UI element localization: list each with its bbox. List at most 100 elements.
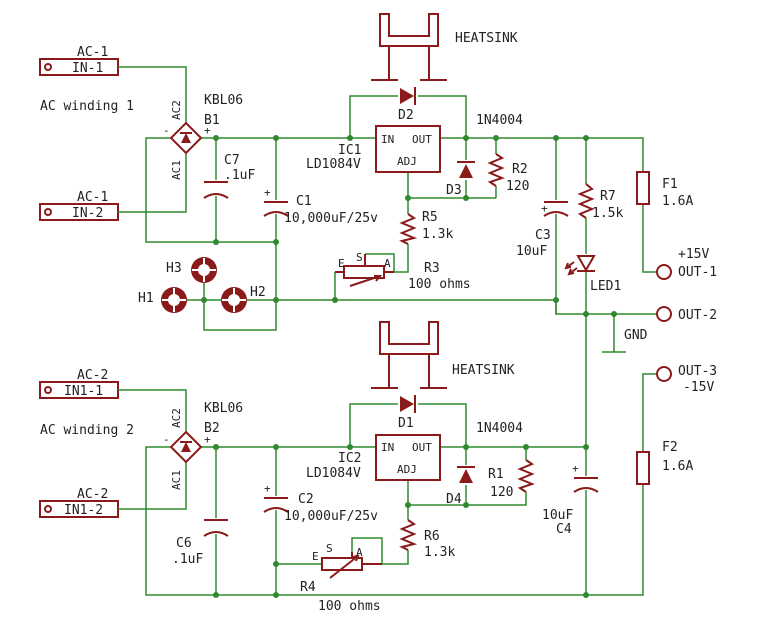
resistor-r2: [487, 153, 505, 187]
regulator-ic1-ref: IC1: [338, 143, 361, 158]
diode-d1: [400, 395, 416, 413]
junction: [583, 444, 589, 450]
capacitor-c3-value: 10uF: [516, 244, 547, 259]
junction: [213, 592, 219, 598]
potentiometer-r3: [335, 254, 394, 287]
wire-d2-cathode: [418, 95, 467, 138]
pot-r3-s: S: [356, 251, 363, 264]
bridge-rectifier-1: [169, 121, 203, 155]
hole-h3-label: H3: [166, 261, 182, 276]
resistor-r2-value: 120: [506, 179, 529, 194]
regulator-ic1: [375, 125, 441, 173]
junction: [553, 135, 559, 141]
pot-r4-e: E: [312, 550, 319, 563]
pot-r3-a: A: [384, 257, 391, 270]
junction: [583, 311, 589, 317]
capacitor-c1-value: 10,000uF/25v: [284, 211, 378, 226]
junction: [273, 239, 279, 245]
bridge-1-ref: B1: [204, 113, 220, 128]
junction: [493, 135, 499, 141]
diode-d2-part: 1N4004: [476, 113, 523, 128]
bridge-2-plus: +: [204, 433, 211, 446]
resistor-r1: [517, 459, 535, 493]
junction: [463, 195, 469, 201]
capacitor-c2-ref: C2: [298, 492, 314, 507]
bridge-2-minus: -: [163, 433, 170, 446]
wire-ac1-2: [118, 462, 187, 510]
pot-r4-ref: R4: [300, 580, 316, 595]
capacitor-c7-plate-bottom: [203, 193, 229, 199]
junction: [273, 561, 279, 567]
heatsink-2-label: HEATSINK: [452, 363, 515, 378]
regulator-ic1-adj: ADJ: [397, 155, 417, 168]
bridge-rectifier-2: [169, 430, 203, 464]
capacitor-c1-plate-bottom: [263, 211, 289, 217]
resistor-r6-value: 1.3k: [424, 545, 455, 560]
regulator-ic2-part: LD1084V: [306, 466, 361, 481]
junction: [463, 135, 469, 141]
connector-in-2-pin-label: IN-2: [72, 206, 103, 221]
junction: [273, 444, 279, 450]
wire-ac2-2: [118, 389, 187, 432]
mounting-hole-h1: [161, 287, 187, 313]
bridge-2-pin-ac1: AC1: [170, 470, 183, 490]
junction: [405, 502, 411, 508]
diode-d4: [457, 466, 475, 483]
resistor-r5-ref: R5: [422, 210, 438, 225]
wire-d1-anode: [349, 403, 398, 447]
diode-d4-ref: D4: [446, 492, 462, 507]
mounting-hole-h3: [191, 257, 217, 283]
pot-r3-ref: R3: [424, 261, 440, 276]
wire-d2-anode: [349, 95, 398, 138]
connector-in1-1-pin-label: IN1-1: [64, 384, 103, 399]
junction: [611, 311, 617, 317]
junction: [273, 135, 279, 141]
hole-h2-label: H2: [250, 285, 266, 300]
heatsink-1: [371, 13, 447, 81]
junction: [213, 239, 219, 245]
wire-out-1-fuse: [642, 204, 656, 273]
connector-in-1-name: AC-1: [77, 45, 108, 60]
wire-r6-bottom: [382, 550, 409, 565]
regulator-ic1-in: IN: [381, 133, 394, 146]
connector-in1-2-pin: [44, 505, 52, 513]
junction: [201, 297, 207, 303]
terminal-out-3: [656, 366, 672, 382]
pot-r4-value: 100 ohms: [318, 599, 381, 614]
resistor-r2-ref: R2: [512, 162, 528, 177]
resistor-r6: [399, 519, 418, 551]
out-1-voltage: +15V: [678, 247, 709, 262]
resistor-r7-ref: R7: [600, 189, 616, 204]
wire-gnd-out: [555, 300, 656, 315]
junction: [405, 195, 411, 201]
regulator-ic2-in: IN: [381, 441, 394, 454]
bridge-1-pin-ac1: AC1: [170, 160, 183, 180]
wire-d1-cathode: [418, 403, 467, 447]
wire-ac1-1: [118, 153, 187, 213]
diode-d2: [400, 87, 416, 105]
connector-in-2-name: AC-1: [77, 190, 108, 205]
out-3-label: OUT-3: [678, 364, 717, 379]
wire-out-3-fuse: [642, 373, 656, 452]
capacitor-c2-plate-bottom: [263, 507, 289, 513]
wire-pot-s-2: [351, 537, 383, 564]
junction: [583, 135, 589, 141]
ground-section: H3 H1 H2 OUT-2 GND: [138, 257, 717, 455]
pot-r4-s: S: [326, 542, 333, 555]
hole-h1-label: H1: [138, 291, 154, 306]
gnd-label: GND: [624, 328, 648, 343]
diode-d3: [457, 161, 475, 178]
junction: [347, 444, 353, 450]
capacitor-c4-plate-bottom: [573, 487, 599, 493]
resistor-r7: [577, 183, 595, 219]
wire-r5-bottom: [394, 244, 409, 273]
regulator-ic2-out: OUT: [412, 441, 432, 454]
capacitor-c3-plate-bottom: [543, 211, 569, 217]
pot-r3-value: 100 ohms: [408, 277, 471, 292]
regulator-ic2-ref: IC2: [338, 451, 361, 466]
regulator-ic1-out: OUT: [412, 133, 432, 146]
capacitor-c3-plus-mark: +: [541, 202, 548, 215]
junction: [273, 297, 279, 303]
junction: [213, 444, 219, 450]
